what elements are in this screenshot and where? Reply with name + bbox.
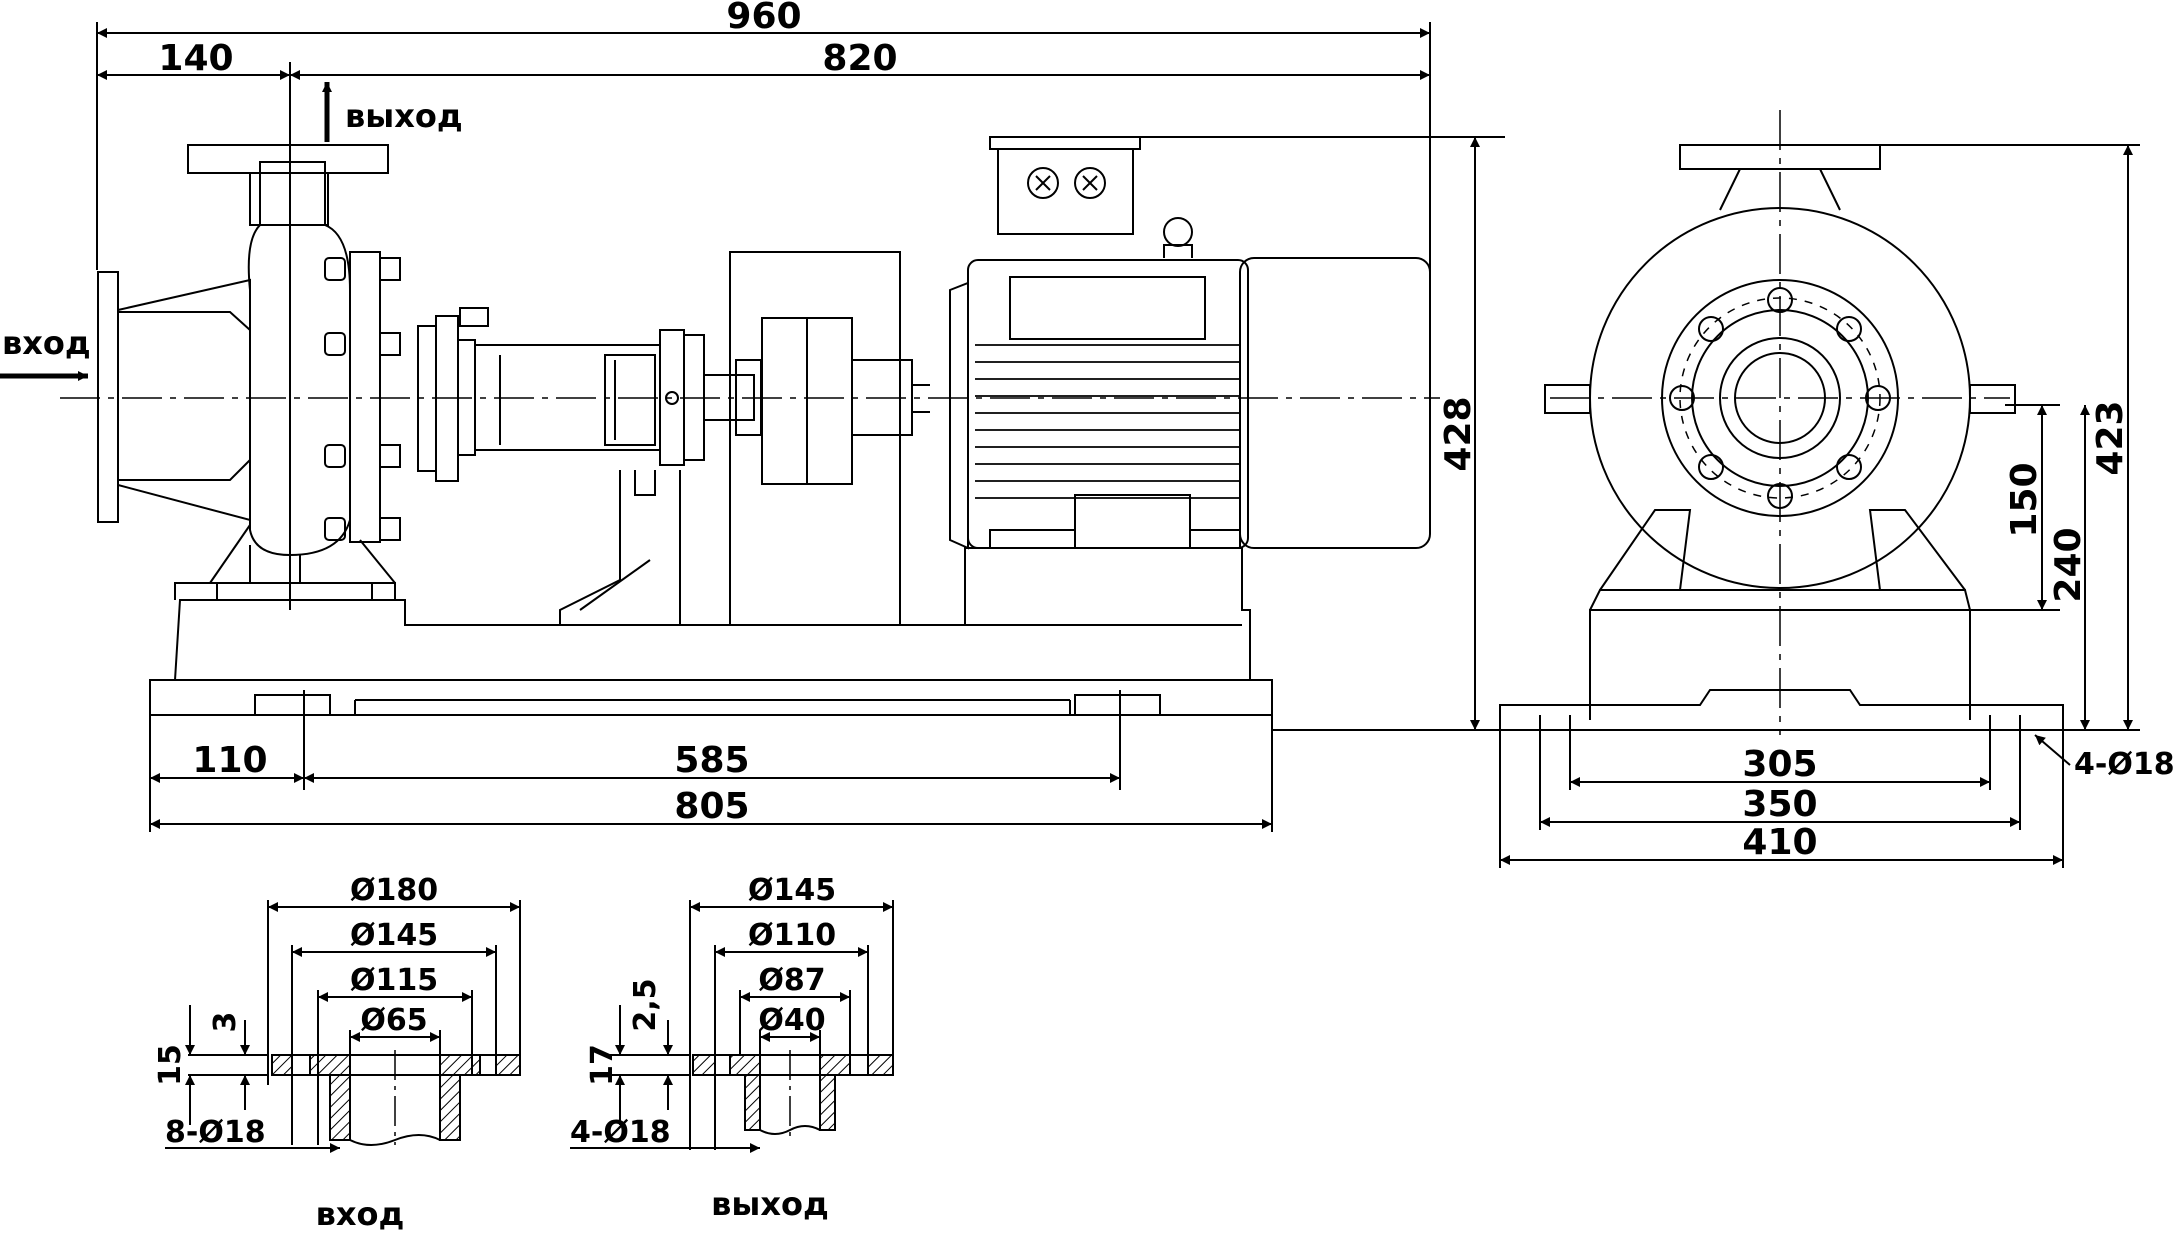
inlet-face-height: 3 (208, 1012, 243, 1033)
inlet-outer-diameter: Ø180 (350, 873, 438, 908)
dim-suction-to-motor-end: 820 (822, 38, 897, 79)
outlet-face-height: 2,5 (628, 978, 663, 1031)
dim-hole-spacing: 585 (674, 740, 749, 781)
inlet-flange-title: вход (316, 1195, 405, 1233)
outlet-bolt-circle: Ø110 (748, 918, 836, 953)
dim-end-mounting-holes: 4-Ø18 (2074, 747, 2175, 782)
dim-height: 428 (1438, 396, 1479, 471)
end-view (1499, 110, 2140, 868)
inlet-bolt-circle: Ø145 (350, 918, 438, 953)
dim-overall-length: 960 (726, 0, 801, 37)
outlet-label: выход (345, 97, 463, 135)
dim-end-hole-spacing: 305 (1742, 744, 1817, 785)
dim-end-base-width: 410 (1742, 822, 1817, 863)
inlet-raised-face: Ø115 (350, 963, 438, 998)
inlet-flange-detail (165, 900, 521, 1153)
outlet-thickness: 17 (585, 1044, 620, 1086)
outlet-outer-diameter: Ø145 (748, 873, 836, 908)
dim-end-height: 423 (2090, 400, 2131, 475)
dim-end-axis-to-flange: 150 (2004, 462, 2045, 537)
outlet-bore: Ø40 (758, 1003, 825, 1038)
inlet-label: вход (2, 324, 91, 362)
outlet-raised-face: Ø87 (758, 963, 825, 998)
side-view (0, 22, 1505, 832)
outlet-bolt-holes: 4-Ø18 (570, 1115, 671, 1150)
dim-end-base-inner-width: 350 (1742, 784, 1817, 825)
outlet-flange-title: выход (711, 1185, 829, 1223)
dim-suction-offset: 140 (158, 38, 233, 79)
inlet-thickness: 15 (153, 1044, 188, 1086)
outlet-flange-detail (570, 900, 894, 1153)
dim-end-axis-height: 240 (2048, 527, 2089, 602)
end-view-bolt-holes (1669, 287, 1891, 509)
dim-base-length: 805 (674, 786, 749, 827)
dim-base-edge-to-hole: 110 (192, 740, 267, 781)
casing-bolts (324, 257, 401, 541)
motor-fins (975, 344, 1240, 499)
inlet-bolt-holes: 8-Ø18 (165, 1115, 266, 1150)
inlet-bore: Ø65 (360, 1003, 427, 1038)
